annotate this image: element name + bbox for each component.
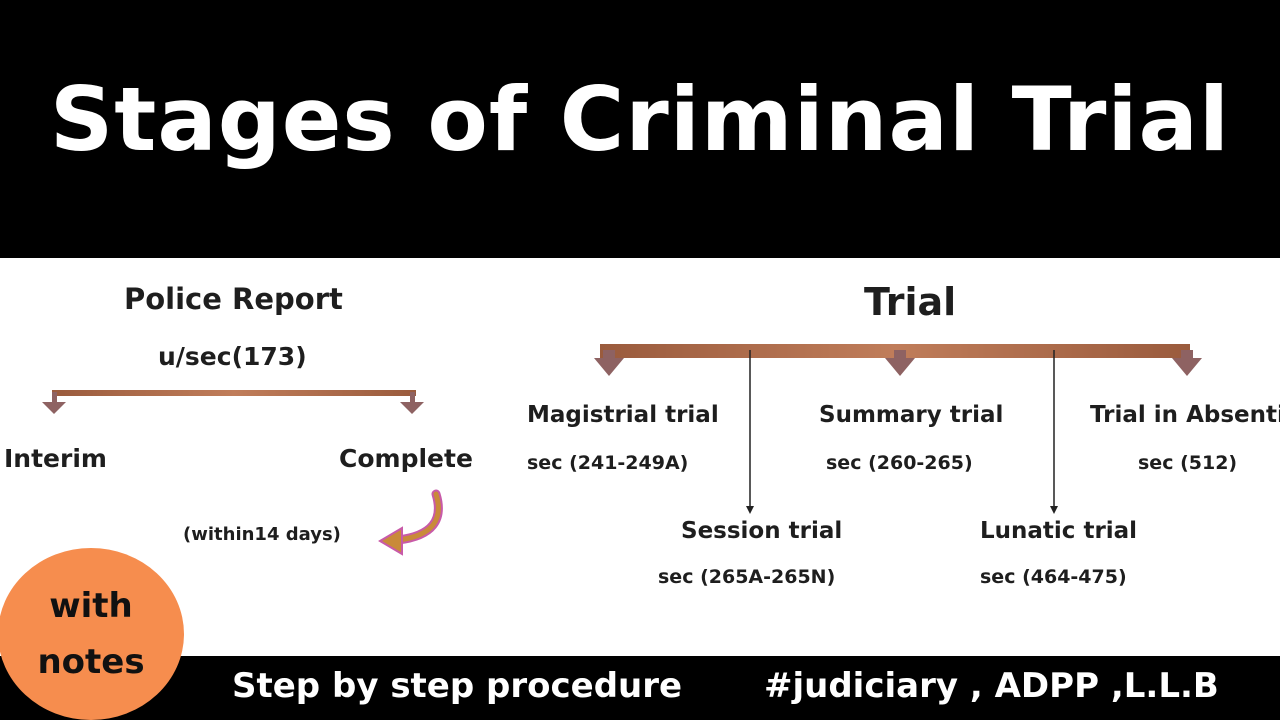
- trial-sec-absentia: sec (512): [1138, 452, 1238, 474]
- trial-heading: Trial: [864, 280, 957, 324]
- trial-sec-session: sec (265A-265N): [658, 566, 836, 588]
- footer-bar: [0, 656, 1280, 720]
- with-notes-badge: [0, 548, 184, 720]
- trial-connector: [594, 344, 1202, 514]
- badge-line-2: notes: [37, 642, 145, 682]
- trial-sec-lunatic: sec (464-475): [980, 566, 1127, 588]
- police-report-connector: [42, 390, 424, 414]
- police-report-heading: Police Report: [124, 282, 343, 316]
- trial-sec-magistrial: sec (241-249A): [527, 452, 689, 474]
- footer-procedure-text: Step by step procedure: [232, 666, 683, 706]
- police-report-section: u/sec(173): [158, 342, 307, 371]
- footer-hashtags: #judiciary , ADPP ,L.L.B: [764, 666, 1219, 706]
- branch-interim: Interim: [4, 444, 107, 473]
- title-banner: [0, 0, 1280, 258]
- trial-type-lunatic: Lunatic trial: [980, 518, 1138, 544]
- trial-type-summary: Summary trial: [819, 402, 1004, 428]
- branch-complete: Complete: [339, 444, 473, 473]
- trial-type-session: Session trial: [681, 518, 843, 544]
- diagram-area: [0, 258, 1280, 656]
- badge-line-1: with: [49, 586, 133, 626]
- page-title: Stages of Criminal Trial: [49, 68, 1231, 171]
- trial-type-absentia: Trial in Absentia: [1090, 402, 1280, 428]
- complete-note: (within14 days): [183, 524, 341, 545]
- trial-type-magistrial: Magistrial trial: [527, 402, 719, 428]
- trial-sec-summary: sec (260-265): [826, 452, 973, 474]
- curved-arrow-icon: [378, 489, 443, 556]
